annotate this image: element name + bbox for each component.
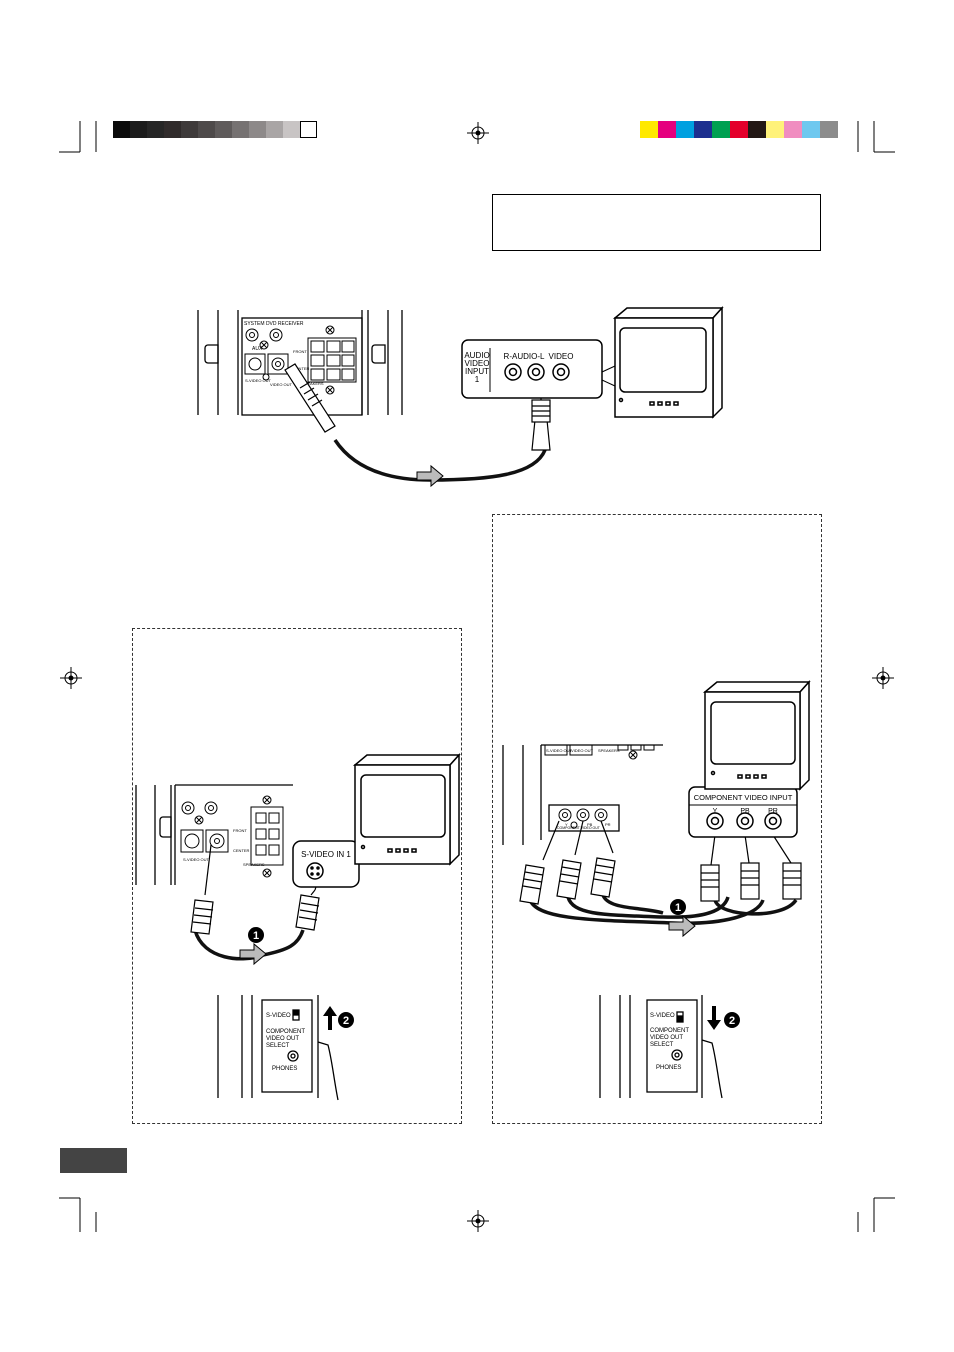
- page-tab: [60, 1148, 127, 1173]
- registration-mark-bottom-icon: [467, 1210, 489, 1232]
- svg-text:2: 2: [729, 1015, 735, 1027]
- s-video-switch-detail: S-VIDEO COMPONENT VIDEO OUT SELECT PHONE…: [217, 995, 354, 1101]
- color-swatch: [766, 121, 784, 138]
- component-out-label: COMPONENT VIDEO OUT: [557, 826, 601, 830]
- color-swatch: [300, 121, 317, 138]
- arrow-down-icon: [707, 1006, 721, 1030]
- component-unit-video-label: VIDEO OUT: [571, 748, 594, 753]
- color-swatch: [640, 121, 658, 138]
- color-swatch: [215, 121, 232, 138]
- unit-video-out-label: VIDEO OUT: [270, 382, 293, 387]
- color-swatch: [712, 121, 730, 138]
- television-icon: [612, 306, 724, 419]
- unit-system-label: SYSTEM DVD RECEIVER: [244, 321, 304, 327]
- television-icon: [352, 753, 461, 866]
- color-swatch: [164, 121, 181, 138]
- arrow-up-icon: [323, 1006, 337, 1030]
- color-swatch: [130, 121, 147, 138]
- s-video-component-line2: VIDEO OUT: [266, 1036, 299, 1042]
- s-video-diagram: S-VIDEO OUT FRONT CENTER SPEAKERS 1 S-VI…: [135, 753, 461, 966]
- color-swatch: [147, 121, 164, 138]
- component-switch-line3: SELECT: [650, 1042, 674, 1048]
- s-video-component-line3: SELECT: [266, 1043, 290, 1049]
- component-jack-pr-label: PR: [768, 808, 778, 815]
- unit-center-label: CENTER: [293, 366, 310, 371]
- color-swatch: [730, 121, 748, 138]
- color-swatch: [198, 121, 215, 138]
- tv-panel-title-line4: 1: [475, 375, 480, 384]
- svg-text:1: 1: [253, 930, 259, 942]
- color-swatch: [694, 121, 712, 138]
- color-swatch: [784, 121, 802, 138]
- registration-mark-right-icon: [872, 667, 894, 689]
- television-icon: [702, 680, 811, 791]
- color-swatch: [820, 121, 838, 138]
- svg-text:2: 2: [343, 1015, 349, 1027]
- tv-panel-title-line1: AUDIO: [464, 351, 489, 360]
- unit-speakers-label: SPEAKERS: [302, 381, 324, 386]
- component-input-title: COMPONENT VIDEO INPUT: [694, 793, 793, 802]
- color-swatch: [676, 121, 694, 138]
- s-video-unit-center-label: CENTER: [233, 848, 250, 853]
- component-video-section: [492, 514, 822, 1124]
- s-video-unit-out-label: S-VIDEO OUT: [183, 857, 210, 862]
- tv-panel-title-line2: VIDEO: [465, 359, 490, 368]
- color-swatch: [748, 121, 766, 138]
- s-video-component-line1: COMPONENT: [266, 1029, 305, 1035]
- color-swatch: [266, 121, 283, 138]
- unit-front-label: FRONT: [293, 349, 307, 354]
- registration-mark-left-icon: [60, 667, 82, 689]
- color-swatch: [113, 121, 130, 138]
- component-switch-line2: VIDEO OUT: [650, 1035, 683, 1041]
- color-swatch: [181, 121, 198, 138]
- component-switch-s-video-label: S-VIDEO: [650, 1013, 675, 1019]
- composite-video-diagram: SYSTEM DVD RECEIVER AUX S-VIDEO OUT VIDE…: [197, 306, 724, 488]
- component-video-diagram: S-VIDEO OUT VIDEO OUT SPEAKERS COMPONENT…: [502, 680, 811, 938]
- unit-aux-label: AUX: [252, 346, 263, 352]
- component-unit-speakers-label: SPEAKERS: [598, 748, 620, 753]
- svg-text:1: 1: [675, 902, 681, 914]
- component-unit-s-video-label: S-VIDEO OUT: [546, 748, 573, 753]
- tv-audio-label: R-AUDIO-L: [504, 352, 545, 361]
- tv-video-label: VIDEO: [549, 352, 574, 361]
- s-video-unit-front-label: FRONT: [233, 828, 247, 833]
- component-out-jack-pb: PB: [587, 822, 593, 827]
- component-out-jack-y: Y: [565, 822, 568, 827]
- s-video-unit-speakers-label: SPEAKERS: [243, 862, 265, 867]
- component-switch-line1: COMPONENT: [650, 1028, 689, 1034]
- registration-mark-top-icon: [467, 122, 489, 144]
- s-video-phones-label: PHONES: [272, 1066, 297, 1072]
- s-video-switch-label: S-VIDEO: [266, 1013, 291, 1019]
- component-switch-detail: S-VIDEO COMPONENT VIDEO OUT SELECT PHONE…: [599, 995, 740, 1099]
- heading-box: [492, 194, 821, 251]
- color-swatch: [802, 121, 820, 138]
- tv-panel-title-line3: INPUT: [465, 367, 489, 376]
- component-jack-y-label: Y: [713, 808, 718, 815]
- s-video-section: [132, 628, 462, 1124]
- color-swatch: [249, 121, 266, 138]
- component-phones-label: PHONES: [656, 1065, 681, 1071]
- s-video-in-label: S-VIDEO IN 1: [301, 850, 351, 859]
- component-jack-pb-label: PB: [740, 808, 750, 815]
- color-swatch: [658, 121, 676, 138]
- color-swatch: [283, 121, 300, 138]
- color-swatch: [232, 121, 249, 138]
- unit-s-video-out-label: S-VIDEO OUT: [245, 378, 272, 383]
- component-out-jack-pr: PR: [605, 822, 611, 827]
